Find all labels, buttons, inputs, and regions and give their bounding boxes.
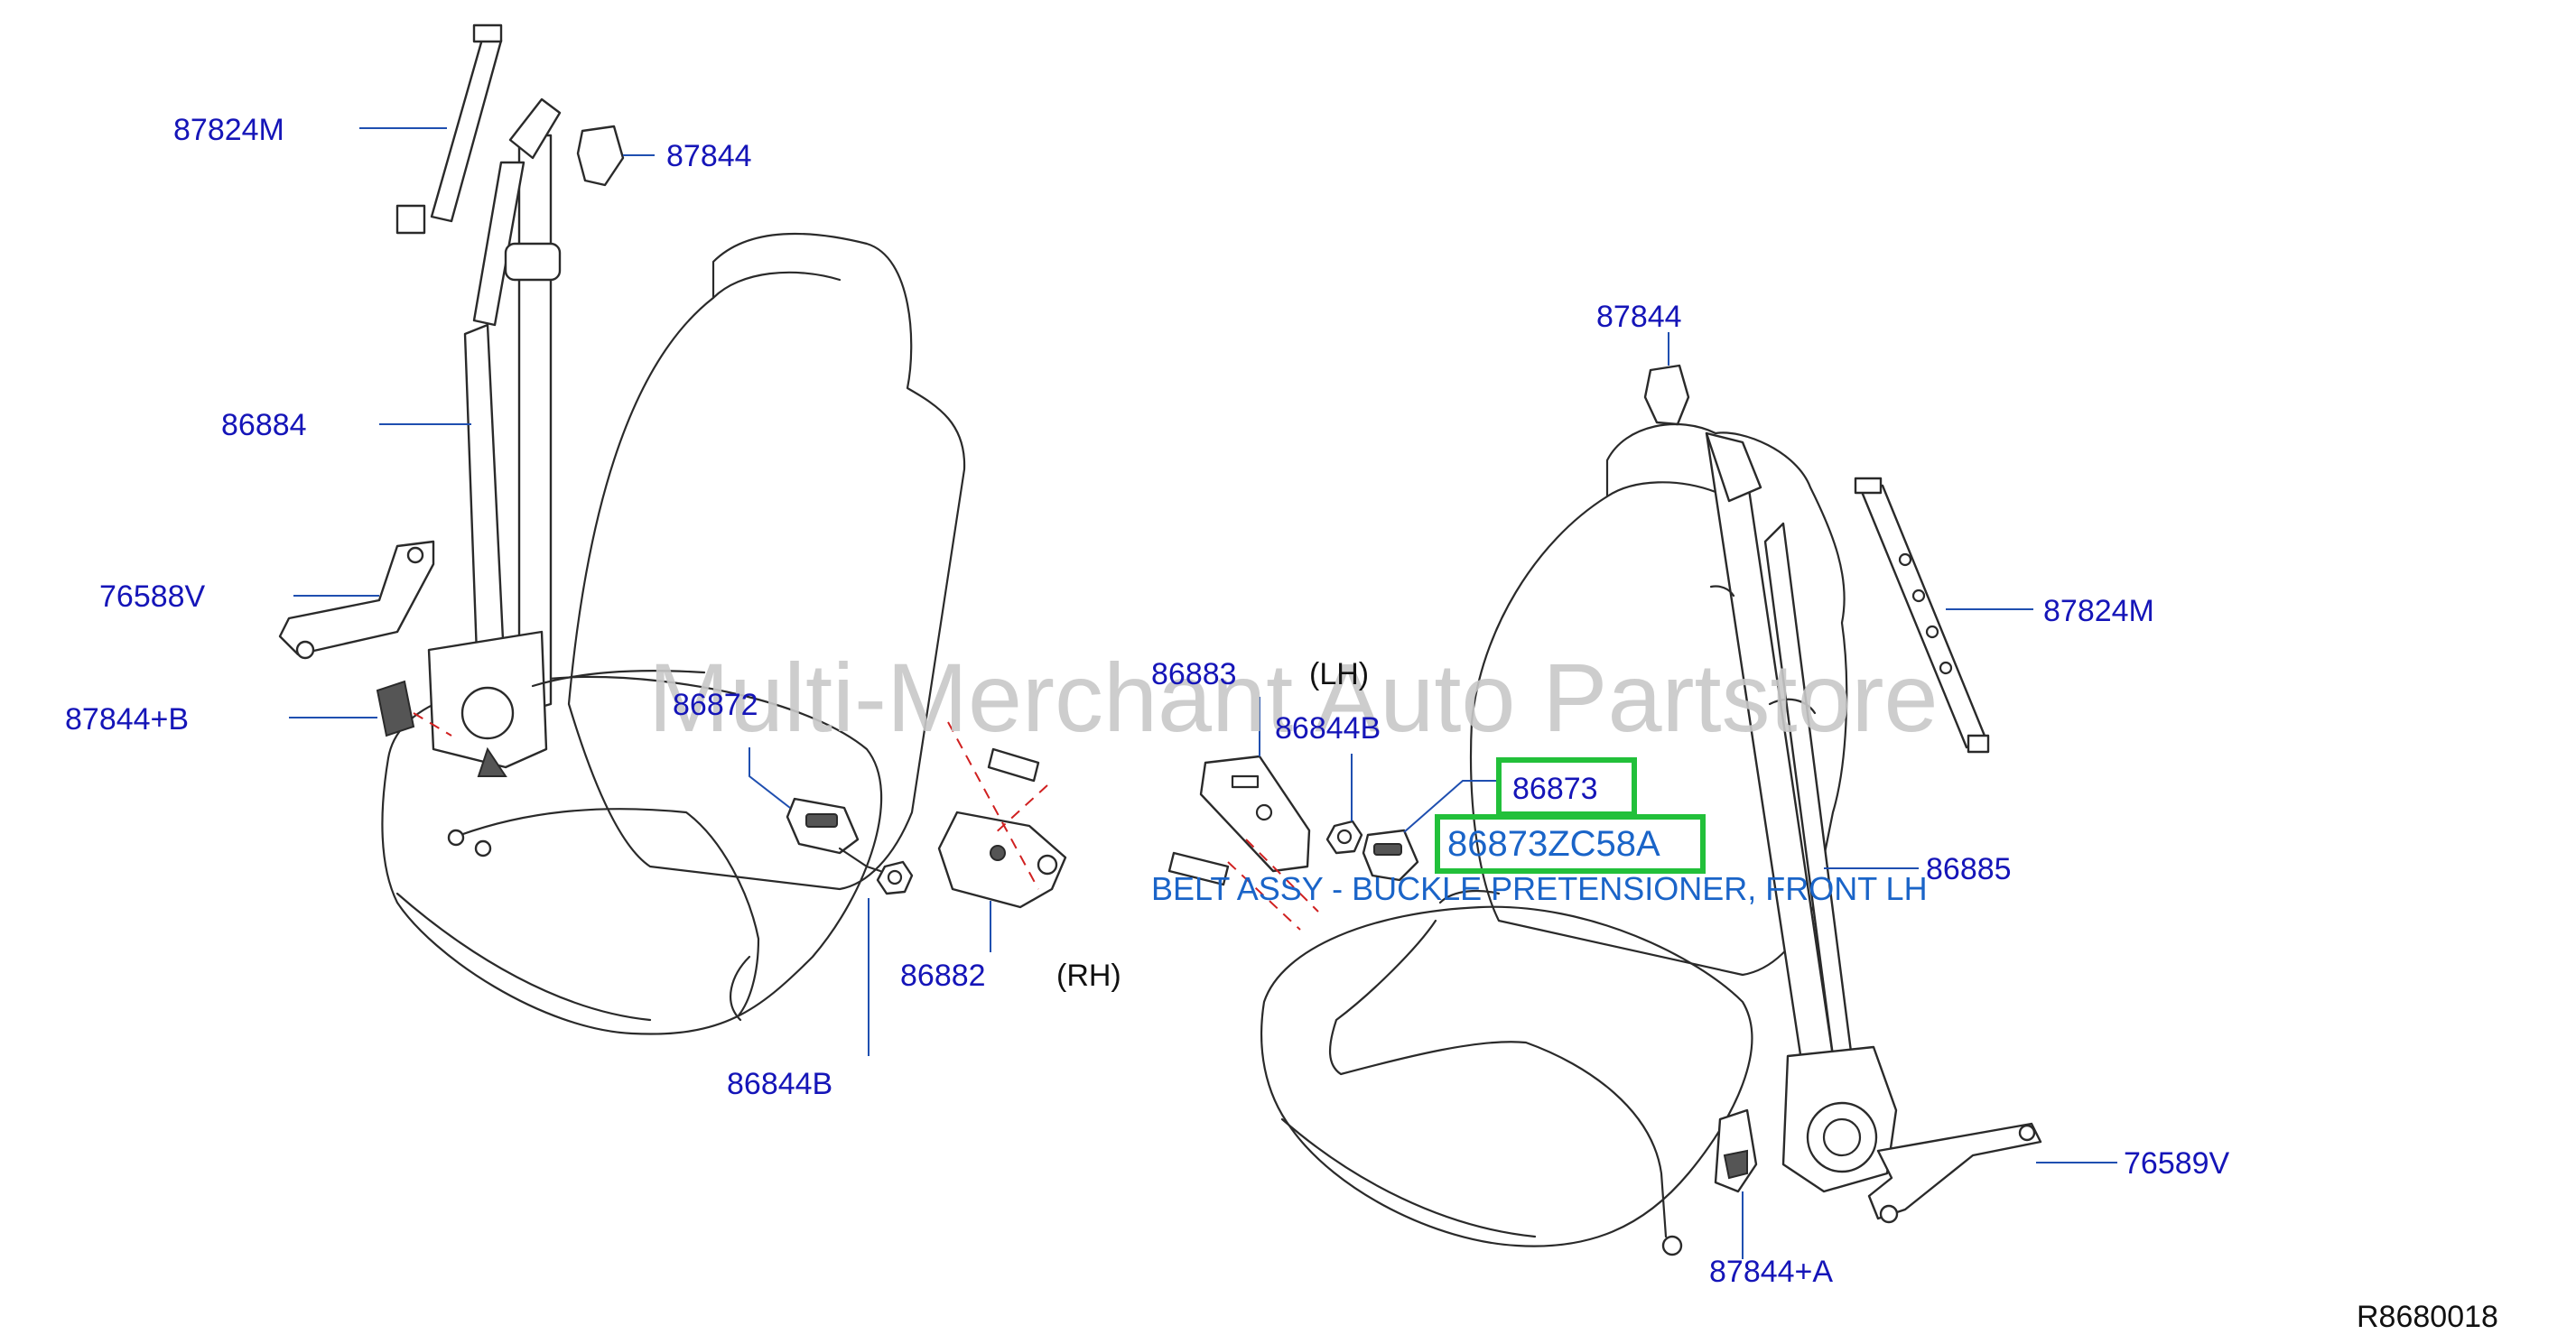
lh-rod-end xyxy=(1661,1235,1683,1256)
callout-87844a[interactable]: 87844+A xyxy=(1709,1255,1833,1289)
rh-buckle-release xyxy=(805,813,838,828)
diagram-code: R8680018 xyxy=(2357,1300,2498,1334)
rh-bolt-dash xyxy=(947,721,1039,890)
rh-buckle-stalk xyxy=(838,847,882,873)
highlight-box-86873zc58a xyxy=(1435,814,1706,874)
lh-bolt-dash-2 xyxy=(1245,839,1319,913)
lh-buckle-plate xyxy=(1199,755,1311,873)
lh-anchor-cover-bottom xyxy=(1714,1108,1758,1193)
lh-side-label: (LH) xyxy=(1309,657,1369,691)
rh-seat-back-seam xyxy=(711,271,842,300)
lh-spool-hub xyxy=(1822,1117,1862,1157)
lh-buckle-stalk xyxy=(1438,889,1501,904)
callout-labels: 87824M 87844 86884 76588V 87844+B 86872 … xyxy=(65,113,2498,1334)
callout-86883[interactable]: 86883 xyxy=(1151,657,1237,691)
callout-87844b-left[interactable]: 87844+B xyxy=(65,702,189,737)
lh-d-ring xyxy=(1705,431,1762,503)
rh-bracket-hole-2 xyxy=(406,546,424,564)
rh-nut xyxy=(876,860,914,895)
lh-seat-back xyxy=(1469,422,1848,977)
lh-adjuster-hole-1 xyxy=(1898,552,1912,567)
lh-cover-insert xyxy=(1723,1149,1748,1180)
rh-retractor-spool xyxy=(460,686,515,740)
rh-seat-back xyxy=(567,232,966,891)
rh-rod-end-2 xyxy=(474,839,492,857)
rh-d-ring xyxy=(508,97,562,160)
rh-bracket-hole xyxy=(295,640,315,660)
lh-adjuster-hole-4 xyxy=(1939,661,1953,675)
callout-86844b-left[interactable]: 86844B xyxy=(727,1067,832,1101)
lh-adjuster-bottom xyxy=(1967,734,1990,754)
callout-87824m-right[interactable]: 87824M xyxy=(2043,594,2154,628)
rh-lap-belt xyxy=(531,670,706,688)
lh-bracket-hole-2 xyxy=(1879,1204,1899,1224)
lh-belt-clip xyxy=(1709,585,1735,598)
rh-nut-hole xyxy=(887,869,903,885)
leader-lines xyxy=(289,127,2117,1259)
lh-belt-clip-2 xyxy=(1768,698,1817,715)
lh-adjuster-hole-3 xyxy=(1925,625,1939,639)
callout-87824m-left[interactable]: 87824M xyxy=(173,113,284,147)
rh-rod-end xyxy=(447,829,465,847)
callout-86882[interactable]: 86882 xyxy=(900,959,986,993)
lh-plate-hole xyxy=(1255,803,1273,821)
rh-shoulder-belt xyxy=(517,134,553,715)
callout-86844b-right[interactable]: 86844B xyxy=(1275,711,1381,746)
rh-anchor-cover-bottom xyxy=(376,680,415,737)
lh-buckle-release xyxy=(1373,843,1402,856)
lh-anchor-bracket xyxy=(1867,1122,2042,1220)
rh-retractor-lock xyxy=(477,746,507,777)
lh-plate-slot xyxy=(1231,774,1260,789)
callout-86884[interactable]: 86884 xyxy=(221,408,307,442)
lh-anchor-cover-top xyxy=(1643,364,1690,426)
watermark-text: Multi-Merchant Auto Partstore xyxy=(648,643,1939,752)
callout-76589v[interactable]: 76589V xyxy=(2124,1146,2230,1181)
leader-86872 xyxy=(749,747,791,809)
lh-adjuster-hole-2 xyxy=(1911,589,1926,603)
lh-bolt-dash xyxy=(1227,861,1301,931)
rh-bolt-dash-2 xyxy=(992,784,1048,836)
rh-plate-hole-2 xyxy=(1037,854,1058,876)
rh-cushion-seam xyxy=(395,892,652,1022)
callout-87844-left[interactable]: 87844 xyxy=(666,139,752,173)
rh-seat-drawing xyxy=(278,23,1067,1035)
rh-adjuster-cap xyxy=(472,23,503,43)
lh-nut-hole xyxy=(1336,829,1353,845)
rh-seat-frame-rod xyxy=(459,808,760,1022)
lh-retractor-spool xyxy=(1806,1101,1878,1173)
lh-anchor-bolt xyxy=(1167,851,1230,886)
lh-seat-drawing xyxy=(1167,364,2042,1256)
callout-86873zc58a[interactable]: 86873ZC58A xyxy=(1447,824,1660,864)
callout-86885[interactable]: 86885 xyxy=(1926,852,2012,886)
rh-belt-loop xyxy=(504,242,562,282)
lh-cushion-seam xyxy=(1280,1117,1537,1238)
rh-belt-guide-strap xyxy=(472,161,525,327)
lh-seat-frame-rod xyxy=(1328,919,1668,1238)
lh-seat-back-seam xyxy=(1605,481,1717,498)
rh-adjuster-bottom xyxy=(395,204,426,235)
callout-86873[interactable]: 86873 xyxy=(1512,772,1598,806)
callout-87844-right[interactable]: 87844 xyxy=(1596,300,1682,334)
rh-side-label: (RH) xyxy=(1056,959,1121,993)
part-description: BELT ASSY - BUCKLE PRETENSIONER, FRONT L… xyxy=(1151,870,1928,907)
callout-86872[interactable]: 86872 xyxy=(673,688,758,722)
leader-86873 xyxy=(1403,780,1499,833)
rh-plate-hole xyxy=(990,845,1006,861)
lh-bracket-hole xyxy=(2018,1124,2036,1142)
rh-anchor-cover-top xyxy=(576,125,625,187)
callout-76588v[interactable]: 76588V xyxy=(99,579,206,614)
lh-adjuster-cap xyxy=(1854,477,1883,495)
rh-anchor-bolt xyxy=(987,747,1040,783)
rh-anchor-plate xyxy=(937,811,1067,909)
lh-nut xyxy=(1325,820,1363,855)
rh-cover-dash xyxy=(413,712,452,737)
lh-seat-cushion xyxy=(1260,905,1753,1247)
